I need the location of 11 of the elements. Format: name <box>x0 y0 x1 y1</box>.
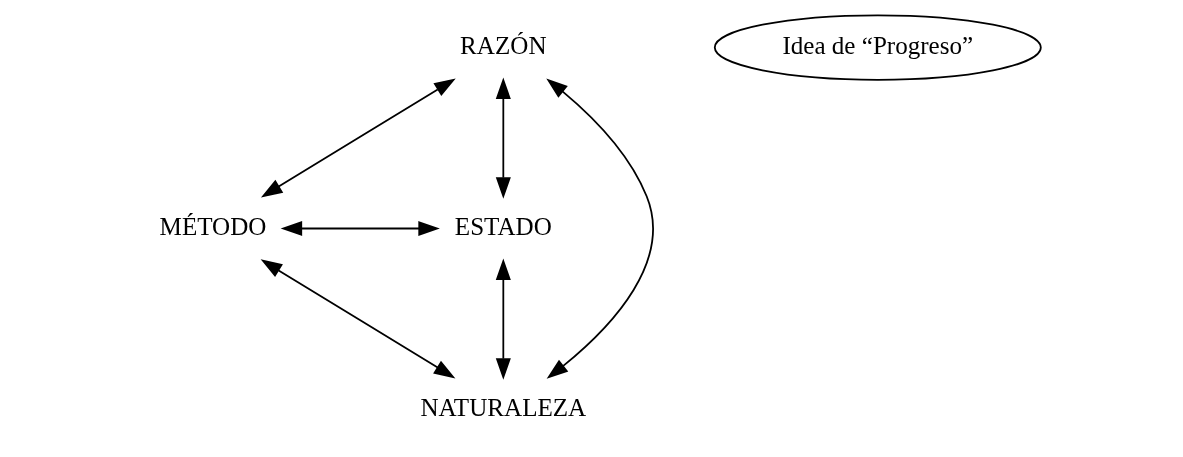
node-ellipse: Idea de “Progreso” <box>713 14 1042 81</box>
arrow <box>280 220 440 237</box>
node-text: ESTADO <box>454 213 552 241</box>
node-text: NATURALEZA <box>419 394 586 422</box>
arrow <box>260 259 455 379</box>
arrow <box>260 78 456 198</box>
node-text: RAZÓN <box>459 32 547 60</box>
node-text: MÉTODO <box>159 213 266 241</box>
arrow <box>495 258 511 380</box>
arrow <box>545 78 654 379</box>
arrow <box>495 77 511 199</box>
